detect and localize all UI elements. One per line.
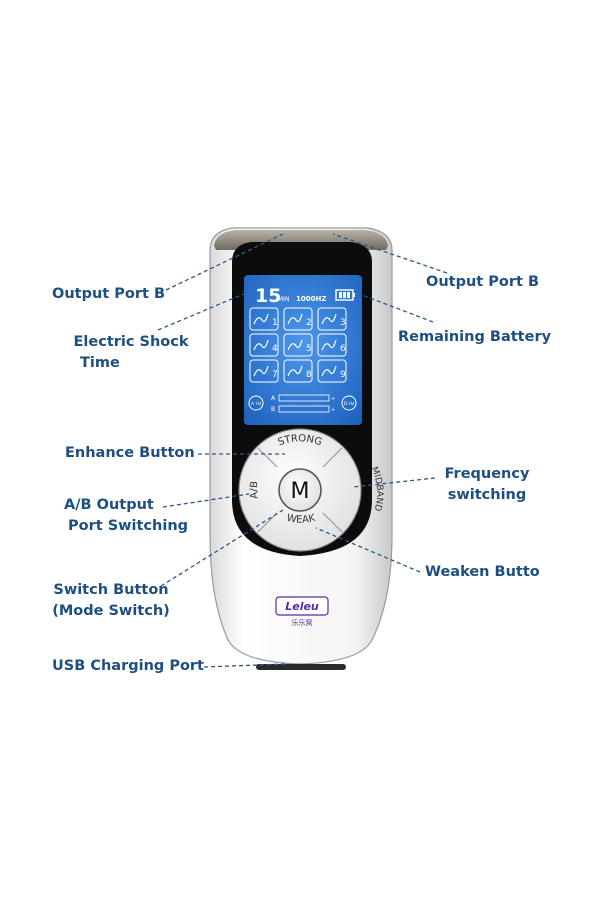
mode-number-5: 5 [306, 344, 312, 354]
channel-bars: A Hz B Hz A B + + [248, 394, 357, 413]
label-weaken-button: Weaken Butto [425, 564, 540, 580]
frequency-readout: 1000HZ [296, 295, 326, 303]
label-switch-button: Switch Button (Mode Switch) [50, 580, 172, 622]
leader-switch-button [160, 509, 284, 587]
mode-button-label: M [291, 479, 310, 504]
ab-button[interactable]: A/B [249, 481, 261, 500]
channel-b-label: B [271, 406, 275, 413]
label-output-port-b-right: Output Port B [426, 274, 540, 290]
control-pad: STRONG MIDBAND WEAK A/B M [238, 428, 384, 552]
svg-text:+: + [331, 396, 335, 402]
leader-output-port-b-left [165, 233, 284, 291]
mode-icon-9: 9 [317, 359, 347, 383]
strong-button[interactable]: STRONG [277, 433, 324, 448]
label-electric-shock-time: Electric Shock Time [72, 332, 190, 374]
mode-icon-2: 2 [283, 307, 313, 331]
mode-icon-7: 7 [249, 359, 279, 383]
leader-remaining-battery [361, 294, 434, 323]
brand-logo: Leleu 乐乐窝 [275, 596, 329, 627]
leader-output-port-b-right [332, 233, 448, 274]
mode-icon-4: 4 [249, 333, 279, 357]
mode-icon-5: 5 [283, 333, 313, 357]
label-switch-button-line2: (Mode Switch) [52, 603, 170, 619]
mode-number-7: 7 [272, 370, 278, 380]
label-output-port-b-left: Output Port B [52, 286, 166, 302]
label-usb-charging-port: USB Charging Port [52, 658, 204, 674]
label-ab-output: A/B Output Port Switching [64, 495, 188, 537]
label-enhance-button: Enhance Button [65, 445, 195, 461]
leader-lines [157, 233, 448, 668]
svg-text:+: + [331, 407, 335, 413]
svg-text:Leleu: Leleu [285, 600, 319, 613]
mode-icon-1: 1 [249, 307, 279, 331]
label-ab-output-line2: Port Switching [68, 518, 189, 534]
mode-number-3: 3 [340, 318, 346, 328]
lcd-screen: 15 MIN 1000HZ 1 2 3 4 5 6 7 8 9 A Hz B Hz A B + … [244, 275, 362, 425]
label-electric-shock-time-line1: Electric Shock [73, 334, 189, 350]
mode-number-6: 6 [340, 344, 346, 354]
label-frequency-switching: Frequency switching [434, 464, 540, 506]
mode-icon-6: 6 [317, 333, 347, 357]
leader-weaken-button [315, 527, 421, 573]
svg-text:乐乐窝: 乐乐窝 [292, 618, 313, 627]
battery-icon [335, 289, 355, 301]
label-ab-output-line1: A/B Output [64, 497, 154, 513]
leader-ab-output [162, 493, 250, 508]
label-switch-button-line1: Switch Button [53, 582, 169, 598]
timer-readout: 15 [255, 285, 281, 307]
label-remaining-battery: Remaining Battery [398, 329, 552, 345]
b-hz-label: B Hz [344, 401, 355, 407]
label-frequency-switching-line1: Frequency [444, 466, 530, 482]
mode-number-8: 8 [306, 370, 312, 380]
channel-a-label: A [271, 395, 276, 402]
a-hz-label: A Hz [251, 401, 262, 407]
weak-button[interactable]: WEAK [286, 513, 317, 526]
mode-button[interactable] [278, 468, 322, 512]
mode-icon-8: 8 [283, 359, 313, 383]
leader-electric-shock-time [157, 292, 247, 331]
mode-icon-3: 3 [317, 307, 347, 331]
mode-number-2: 2 [306, 318, 312, 328]
label-frequency-switching-line2: switching [447, 487, 527, 503]
mode-number-4: 4 [272, 344, 278, 354]
mode-number-9: 9 [340, 370, 346, 380]
mode-number-1: 1 [272, 318, 278, 328]
timer-unit: MIN [278, 296, 289, 303]
mode-icon-grid: 1 2 3 4 5 6 7 8 9 [249, 307, 347, 383]
label-electric-shock-time-line2: Time [80, 355, 120, 371]
